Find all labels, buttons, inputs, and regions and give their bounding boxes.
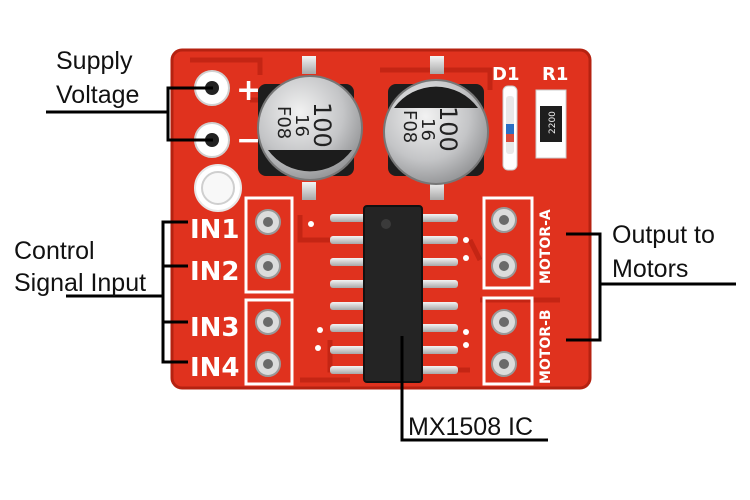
output-header-outline-a [482,196,534,290]
input-header-outline-bottom [244,298,294,386]
in2-label: IN2 [190,257,240,287]
supply-bracket [166,86,213,142]
capacitor-right: 100 16 F08 [383,56,489,200]
capacitor-right-marking-1: 100 [434,106,462,152]
output-header-outline-b [482,296,534,386]
mounting-hole [194,164,242,212]
resistor-r1: 2200 [535,89,567,159]
pcb-vias [308,221,469,351]
power-plus-label: + [236,73,261,108]
motor-b-pin-2 [491,351,517,377]
output-bracket [566,232,602,342]
resistor-code: 2200 [548,111,558,134]
r1-label: R1 [542,64,568,85]
motor-b-pin-1 [491,309,517,335]
capacitor-right-marking-2: 16 [417,118,438,141]
ic-name-label: MX1508 IC [408,413,534,441]
capacitor-left-marking-3: F08 [273,106,294,139]
mx1508-ic [330,205,458,383]
in1-pin [255,209,281,235]
motor-a-label: MOTOR-A [538,209,554,284]
d1-label: D1 [492,64,519,85]
supply-voltage-label-line1: Supply [56,47,133,75]
ic-left-pins [330,214,370,374]
output-pins [491,207,517,377]
output-motors-label-line1: Output to [612,221,715,249]
annotation-lines [46,86,736,442]
input-bracket [161,220,188,364]
ic-right-pins [418,214,458,374]
supply-voltage-label-line2: Voltage [56,81,140,109]
capacitor-right-marking-3: F08 [399,110,420,143]
in4-pin [255,351,281,377]
output-motors-label-line2: Motors [612,255,689,283]
ic-leader [400,336,548,442]
control-signal-label-line1: Control [14,237,95,265]
capacitor-left-marking-1: 100 [308,102,336,148]
capacitor-left: 100 16 F08 [257,56,363,200]
motor-a-pin-1 [491,207,517,233]
power-minus-label: − [236,123,261,158]
in4-label: IN4 [190,353,240,383]
input-header-outline-top [244,196,294,294]
in3-pin [255,309,281,335]
input-pins [255,209,281,377]
motor-b-label: MOTOR-B [538,309,554,384]
capacitor-left-marking-2: 16 [291,114,312,137]
in3-label: IN3 [190,313,240,343]
motor-a-pin-2 [491,253,517,279]
in2-pin [255,253,281,279]
diode-d1 [502,85,518,171]
in1-label: IN1 [190,215,240,245]
control-signal-label-line2: Signal Input [14,269,147,297]
